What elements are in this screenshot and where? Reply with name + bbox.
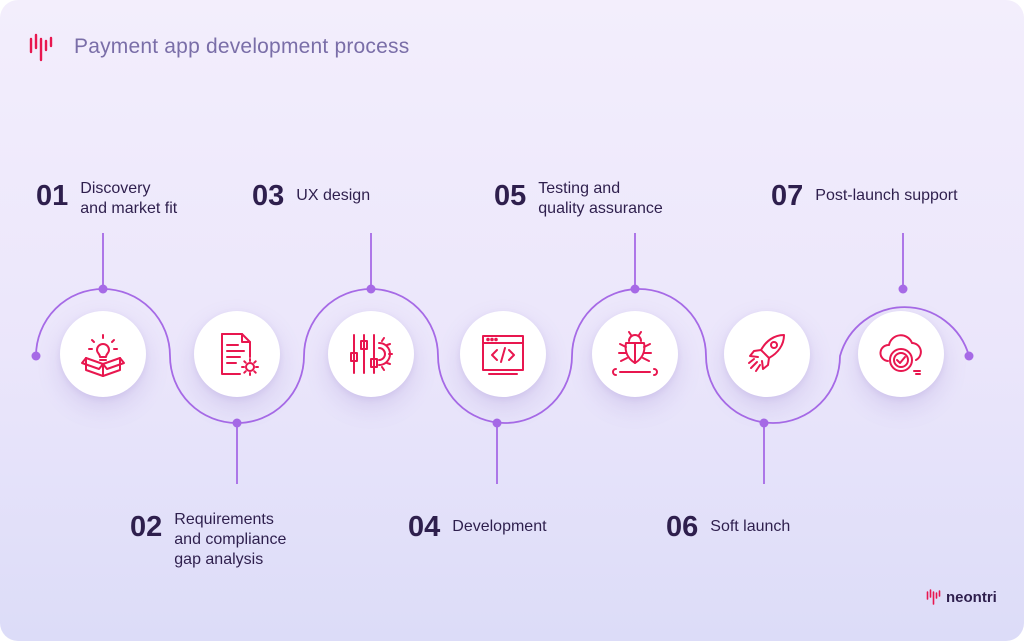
step-number: 04 [408,511,441,543]
step-label: UX design [296,187,371,204]
step-02: 02 Requirements and compliance gap analy… [130,510,286,570]
lightbulb-box-icon [81,334,125,377]
step-label: Development [452,518,547,535]
end-dot [964,351,974,361]
connector-dot-06 [759,418,769,428]
connector-dot-04 [492,418,502,428]
neontri-mark-icon [926,589,941,605]
step-07-circle [858,311,944,397]
neontri-mark-icon [29,33,53,62]
connector-dot-02 [232,418,242,428]
step-05: 05 Testing and quality assurance [494,179,663,219]
step-label: Soft launch [710,518,791,535]
step-number: 01 [36,180,69,212]
connector-dot-03 [366,284,376,294]
step-06: 06 Soft launch [666,510,790,544]
step-label: Discovery and market fit [80,180,178,217]
start-dot [31,351,41,361]
step-03: 03 UX design [252,179,370,213]
step-number: 05 [494,180,527,212]
step-06-circle [724,311,810,397]
rocket-icon [748,334,785,372]
header: Payment app development process [28,30,409,64]
bug-wrench-icon [612,331,658,376]
document-gear-icon [221,333,259,376]
step-02-circle [194,311,280,397]
step-number: 03 [252,180,285,212]
sliders-gear-icon [350,334,393,374]
connector-dot-05 [630,284,640,294]
connector-dot-07 [898,284,908,294]
step-label: Testing and quality assurance [538,180,663,217]
step-label: Requirements and compliance gap analysis [174,511,287,568]
step-03-circle [328,311,414,397]
step-04-circle [460,311,546,397]
brand-name: neontri [946,588,997,606]
step-04: 04 Development [408,510,547,544]
step-number: 07 [771,180,804,212]
step-07: 07 Post-launch support [771,179,958,213]
cloud-check-icon [879,334,922,375]
step-number: 06 [666,511,699,543]
step-label: Post-launch support [815,187,958,204]
connector-dot-01 [98,284,108,294]
step-01-circle [60,311,146,397]
step-01: 01 Discovery and market fit [36,179,177,219]
brand-logo: neontri [926,588,997,606]
wave-line [35,288,970,424]
page-title: Payment app development process [74,35,410,58]
step-number: 02 [130,511,163,543]
code-window-icon [482,335,524,375]
step-05-circle [592,311,678,397]
